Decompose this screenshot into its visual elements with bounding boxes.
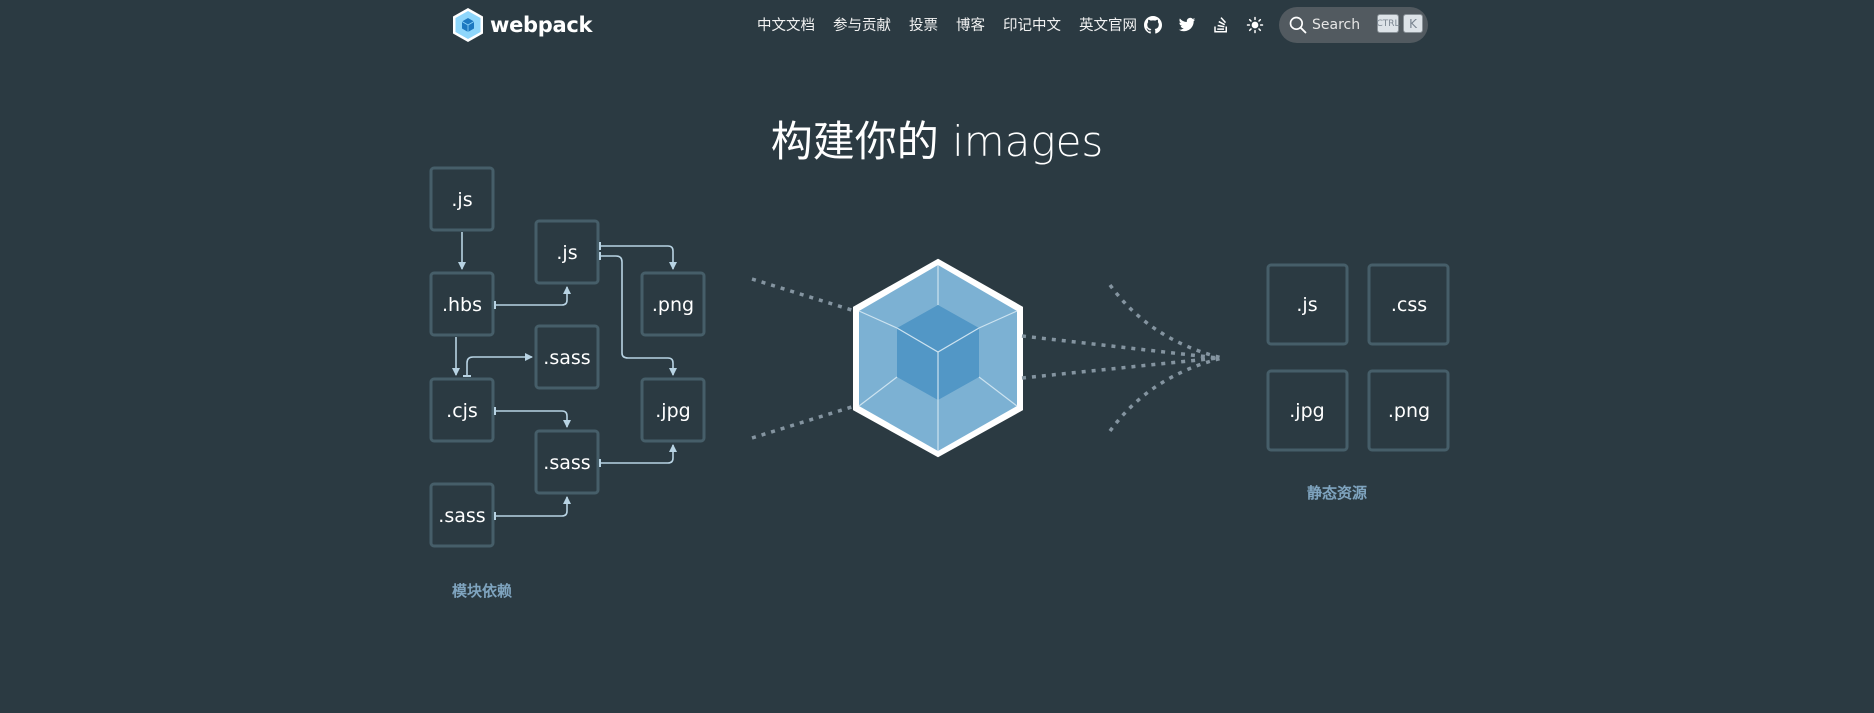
modules-caption: 模块依赖 [452,582,513,600]
module-box-png: .png [640,271,706,337]
webpack-logo-link[interactable]: webpack [452,7,593,43]
module-box-label: .hbs [442,294,482,316]
nav-item-english-site[interactable]: 英文官网 [1079,18,1137,34]
theme-sun-icon[interactable] [1246,16,1264,34]
asset-box-png: .png [1367,369,1450,452]
outflow-lines [1021,283,1223,433]
hero-title-prefix: 构建你的 [770,117,939,166]
stackoverflow-icon[interactable] [1212,16,1230,34]
module-box-js-1: .js [429,166,495,232]
module-box-label: .sass [543,452,590,474]
arrow-sass-to-jpg [599,444,677,467]
assets-caption: 静态资源 [1307,484,1368,502]
module-box-cjs: .cjs [429,377,495,443]
arrow-js-to-jpg [599,252,677,376]
webpack-cube-icon [853,258,1023,458]
search-label: Search [1312,17,1361,33]
kbd-k: K [1403,14,1423,33]
asset-box-css: .css [1367,263,1450,346]
module-box-label: .png [652,294,694,316]
nav-item-docs[interactable]: 中文文档 [757,18,815,34]
asset-box-label: .jpg [1289,400,1324,422]
hero-title: 构建你的 images [0,108,1874,169]
search-button[interactable]: Search CTRL K [1279,7,1428,43]
module-box-sass-1: .sass [429,482,495,548]
asset-box-label: .js [1296,294,1317,316]
module-box-sass-3: .sass [534,429,600,495]
asset-box-js: .js [1266,263,1349,346]
module-box-label: .cjs [446,400,478,422]
dependency-arrows [452,232,677,520]
asset-box-jpg: .jpg [1266,369,1349,452]
asset-box-label: .css [1391,294,1427,316]
module-box-label: .js [451,189,472,211]
module-box-label: .sass [438,505,485,527]
top-navbar: webpack 中文文档 参与贡献 投票 博客 印记中文 英文官网 [0,0,1874,50]
kbd-ctrl: CTRL [1376,14,1400,33]
search-icon [1289,16,1307,34]
arrow-sass-to-sass [494,496,571,520]
logo-text: webpack [490,13,593,37]
github-icon[interactable] [1144,16,1162,34]
arrow-js-to-png [599,242,677,270]
module-box-js-2: .js [534,219,600,285]
module-box-label: .jpg [655,400,690,422]
nav-links: 中文文档 参与贡献 投票 博客 印记中文 英文官网 [757,14,1155,35]
nav-item-blog[interactable]: 博客 [956,18,985,34]
module-box-label: .sass [543,347,590,369]
webpack-logo-icon [453,8,483,42]
module-box-hbs: .hbs [429,271,495,337]
arrow-cjs-to-sass [463,353,533,377]
hero-title-rotating-word: images [952,117,1104,166]
module-box-label: .js [556,242,577,264]
arrow-cjs-to-sass-2 [494,407,571,428]
module-box-sass-2: .sass [534,324,600,390]
inflow-lines [751,277,859,440]
nav-item-docschina[interactable]: 印记中文 [1003,18,1061,34]
asset-box-label: .png [1388,400,1430,422]
nav-item-vote[interactable]: 投票 [909,18,938,34]
nav-item-contribute[interactable]: 参与贡献 [833,18,891,34]
module-box-jpg: .jpg [640,377,706,443]
twitter-icon[interactable] [1178,16,1196,34]
arrow-hbs-to-js [494,286,571,309]
